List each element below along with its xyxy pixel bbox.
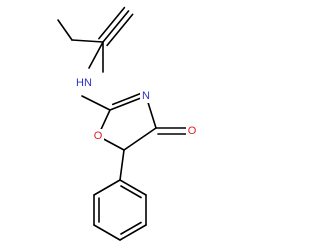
phenyl-bond-3 xyxy=(119,224,147,241)
phenyl-inner-bond-2 xyxy=(120,221,142,235)
phenyl-bond-4 xyxy=(93,224,121,241)
phenyl-bond-1 xyxy=(119,179,147,196)
carbonyl-oxygen-label: O xyxy=(188,125,197,137)
ring-nitrogen-label: N xyxy=(142,90,150,102)
c5-phenyl-bond xyxy=(119,149,125,181)
ethyl-ch2-bond xyxy=(71,39,104,43)
quaternary-to-nh-bond xyxy=(88,41,104,69)
bonds xyxy=(57,6,189,241)
alkyne-bond-2 xyxy=(98,6,126,40)
c4-c5-bond xyxy=(123,127,157,151)
phenyl-bond-6 xyxy=(93,179,121,196)
molecule-structure: HN N O O xyxy=(57,6,198,241)
nh-label: HN xyxy=(76,77,92,89)
ring-oxygen-label: O xyxy=(94,130,103,142)
atom-labels: HN N O O xyxy=(75,76,198,143)
ethyl-ch3-bond xyxy=(57,19,73,41)
alkyne-bond-1 xyxy=(102,10,130,43)
nh-to-c2-bond xyxy=(81,95,111,111)
phenyl-inner-bond-1 xyxy=(120,185,142,199)
alkyne-bond-3 xyxy=(106,13,134,47)
c2-n3-double-bond-inner xyxy=(112,91,145,106)
